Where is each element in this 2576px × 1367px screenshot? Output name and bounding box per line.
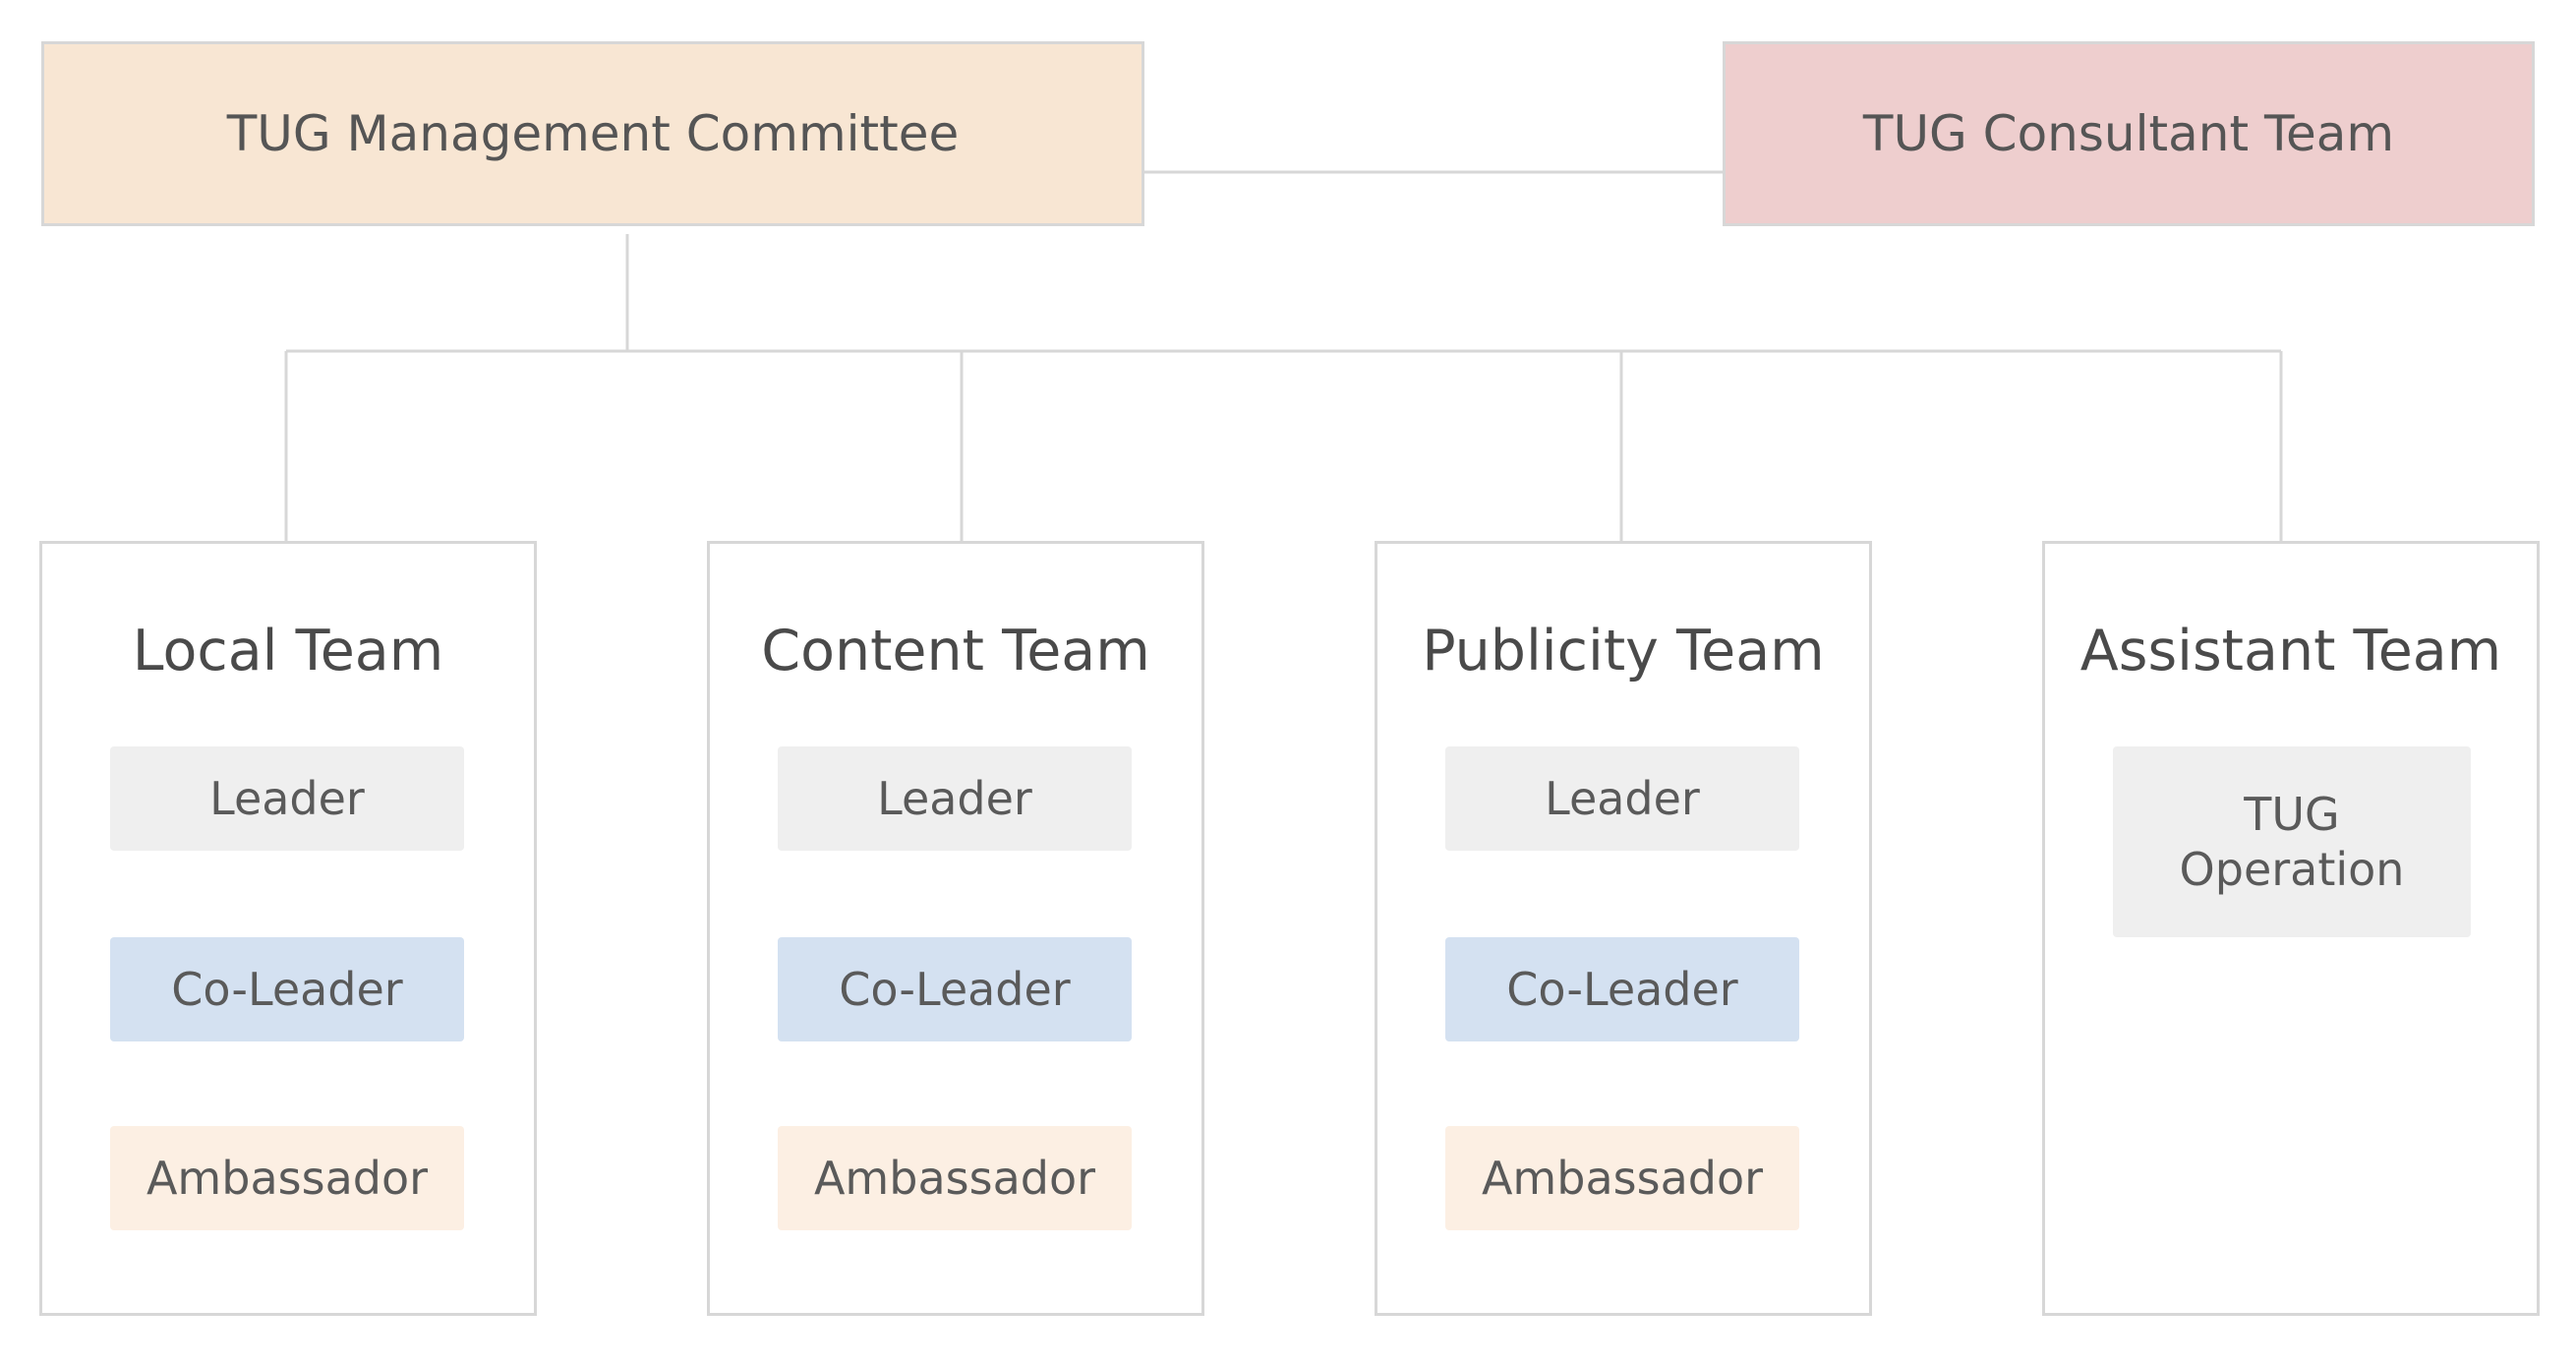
publicity-team-leader-role: Leader [1445,746,1799,851]
content-team-leader-role: Leader [778,746,1132,851]
assistant-team-card: Assistant Team TUG Operation [2042,541,2540,1316]
content-team-title: Content Team [761,619,1150,684]
publicity-team-coleader-role: Co-Leader [1445,937,1799,1041]
local-team-ambassador-role: Ambassador [110,1126,464,1230]
content-team-ambassador-role: Ambassador [778,1126,1132,1230]
content-team-coleader-role: Co-Leader [778,937,1132,1041]
assistant-team-title: Assistant Team [2079,619,2502,684]
consultant-team-node: TUG Consultant Team [1723,41,2535,226]
local-team-card: Local Team Leader Co-Leader Ambassador [39,541,537,1316]
local-team-leader-role: Leader [110,746,464,851]
publicity-team-card: Publicity Team Leader Co-Leader Ambassad… [1375,541,1872,1316]
assistant-team-operation-role: TUG Operation [2113,746,2471,937]
publicity-team-ambassador-role: Ambassador [1445,1126,1799,1230]
content-team-card: Content Team Leader Co-Leader Ambassador [707,541,1204,1316]
publicity-team-title: Publicity Team [1422,619,1825,684]
management-committee-label: TUG Management Committee [226,105,960,162]
management-committee-node: TUG Management Committee [41,41,1144,226]
consultant-team-label: TUG Consultant Team [1862,105,2395,162]
local-team-coleader-role: Co-Leader [110,937,464,1041]
local-team-title: Local Team [132,619,444,684]
